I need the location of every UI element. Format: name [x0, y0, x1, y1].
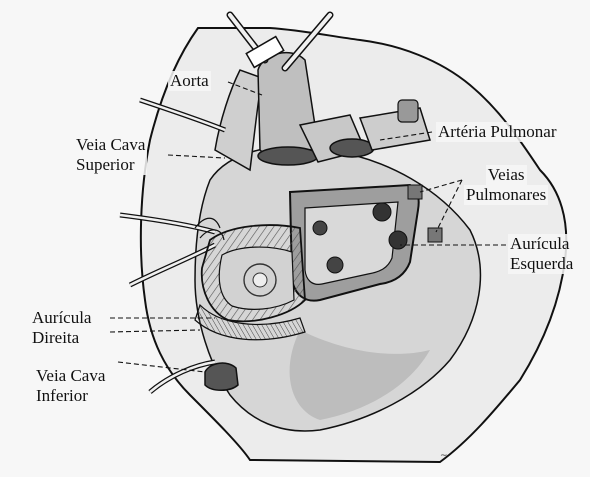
label-veias-pulmonares: Veias Pulmonares	[464, 165, 548, 205]
label-vci-line2: Inferior	[34, 386, 107, 406]
label-vp-line2: Pulmonares	[464, 185, 548, 205]
pv-orifice-4	[327, 257, 343, 273]
pv-stub-lower	[428, 228, 442, 242]
pulmonary-stub	[398, 100, 418, 122]
aorta-opening	[258, 147, 318, 165]
label-vci-line1: Veia Cava	[34, 366, 107, 386]
pv-orifice-1	[373, 203, 391, 221]
label-ad-line2: Direita	[30, 328, 93, 348]
artist-mark: ~	[440, 451, 448, 461]
label-ae-line1: Aurícula	[508, 234, 575, 254]
label-veia-cava-inferior: Veia Cava Inferior	[34, 366, 107, 406]
label-auricula-direita: Aurícula Direita	[30, 308, 93, 348]
label-arteria-pulmonar: Artéria Pulmonar	[436, 122, 559, 142]
label-vp-line1: Veias	[486, 165, 527, 185]
label-veia-cava-superior: Veia Cava Superior	[74, 135, 147, 175]
pulmonary-artery-opening	[330, 139, 374, 157]
ivc-stump	[205, 363, 238, 390]
pv-orifice-3	[313, 221, 327, 235]
label-vcs-line2: Superior	[74, 155, 147, 175]
label-ad-line1: Aurícula	[30, 308, 93, 328]
label-auricula-esquerda: Aurícula Esquerda	[508, 234, 575, 274]
label-vcs-line1: Veia Cava	[74, 135, 147, 155]
pv-orifice-2	[389, 231, 407, 249]
mitral-center	[253, 273, 267, 287]
label-aorta: Aorta	[168, 71, 211, 91]
pv-stub-upper	[408, 185, 422, 199]
label-ae-line2: Esquerda	[508, 254, 575, 274]
